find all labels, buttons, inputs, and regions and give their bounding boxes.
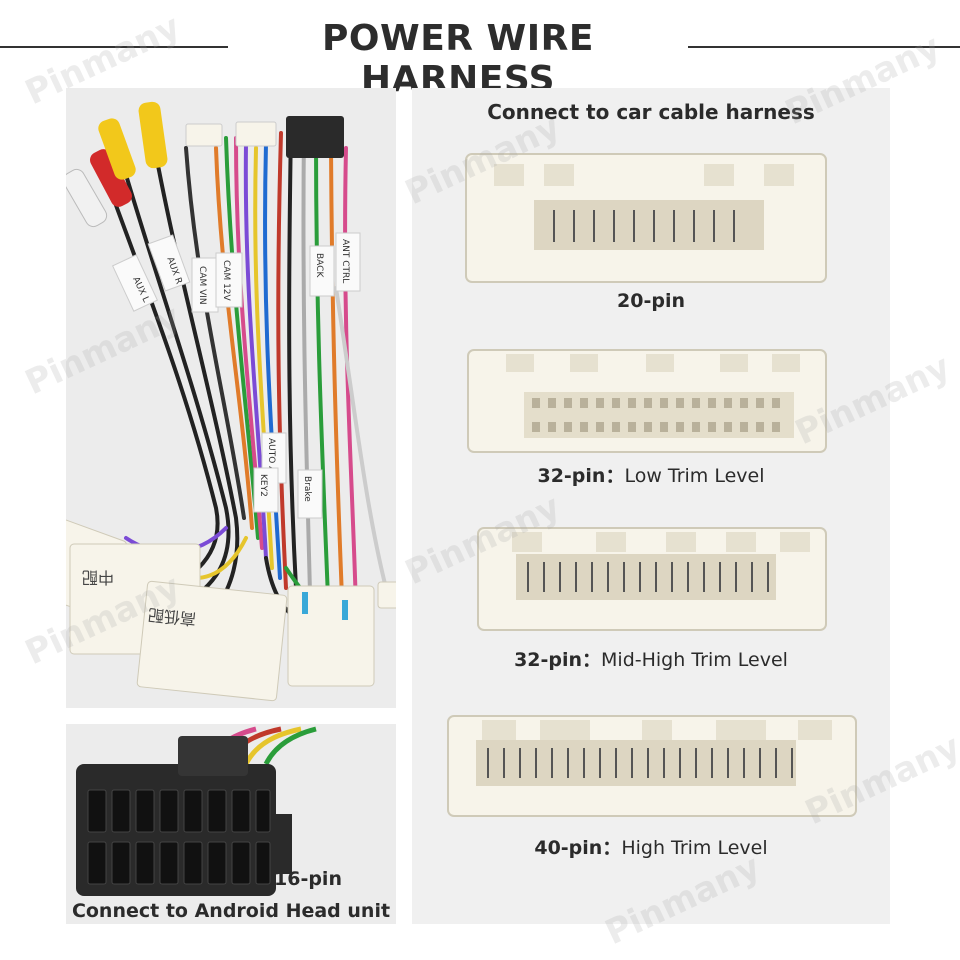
tag-back: BACK (314, 253, 324, 278)
connector-mark-high-low: 高低配 (147, 605, 197, 629)
label-32-pin-mid-high-count: 32-pin： (514, 649, 602, 671)
tag-cam-12v: CAM 12V (221, 260, 231, 302)
title-rule-right (688, 46, 960, 48)
rca-plugs (66, 101, 168, 228)
label-20-pin: 20-pin (412, 290, 890, 312)
label-32-pin-mid-high: 32-pin：Mid-High Trim Level (412, 645, 890, 672)
android-head-unit-caption: Connect to Android Head unit (71, 900, 391, 922)
label-40-pin-trim: High Trim Level (621, 837, 768, 859)
tag-brake: Brake (302, 476, 312, 502)
label-32-pin-low-trim: Low Trim Level (624, 465, 765, 487)
tag-ant-ctrl: ANT CTRL (340, 239, 350, 283)
connector-40-pin-image (447, 715, 857, 817)
connector-20-pin-image (465, 153, 827, 283)
car-harness-heading: Connect to car cable harness (487, 100, 815, 124)
tag-auto-ant: AUTO ANT (266, 438, 276, 485)
connector-32-pin-low-image (467, 349, 827, 453)
sixteen-pin-connector-image (76, 726, 317, 896)
label-16-pin: 16-pin (274, 868, 342, 890)
title-rule-left (0, 46, 228, 48)
label-32-pin-low-count: 32-pin： (537, 465, 625, 487)
label-32-pin-mid-high-trim: Mid-High Trim Level (601, 649, 788, 671)
label-40-pin: 40-pin：High Trim Level (412, 833, 890, 860)
label-32-pin-low: 32-pin：Low Trim Level (412, 461, 890, 488)
connector-32-pin-mid-high-image (477, 527, 827, 631)
label-20-pin-count: 20-pin (617, 290, 685, 312)
label-40-pin-count: 40-pin： (534, 837, 622, 859)
page-title: POWER WIRE HARNESS (322, 18, 594, 100)
tag-key2: KEY2 (258, 474, 268, 497)
tag-cam-vin: CAM VIN (197, 266, 207, 305)
title-bar: POWER WIRE HARNESS (0, 18, 960, 100)
wire-harness-image: AUX L AUX R CAM VIN CAM 12V BACK ANT CTR… (66, 101, 396, 702)
connector-mark-mid: 中配 (82, 568, 114, 587)
